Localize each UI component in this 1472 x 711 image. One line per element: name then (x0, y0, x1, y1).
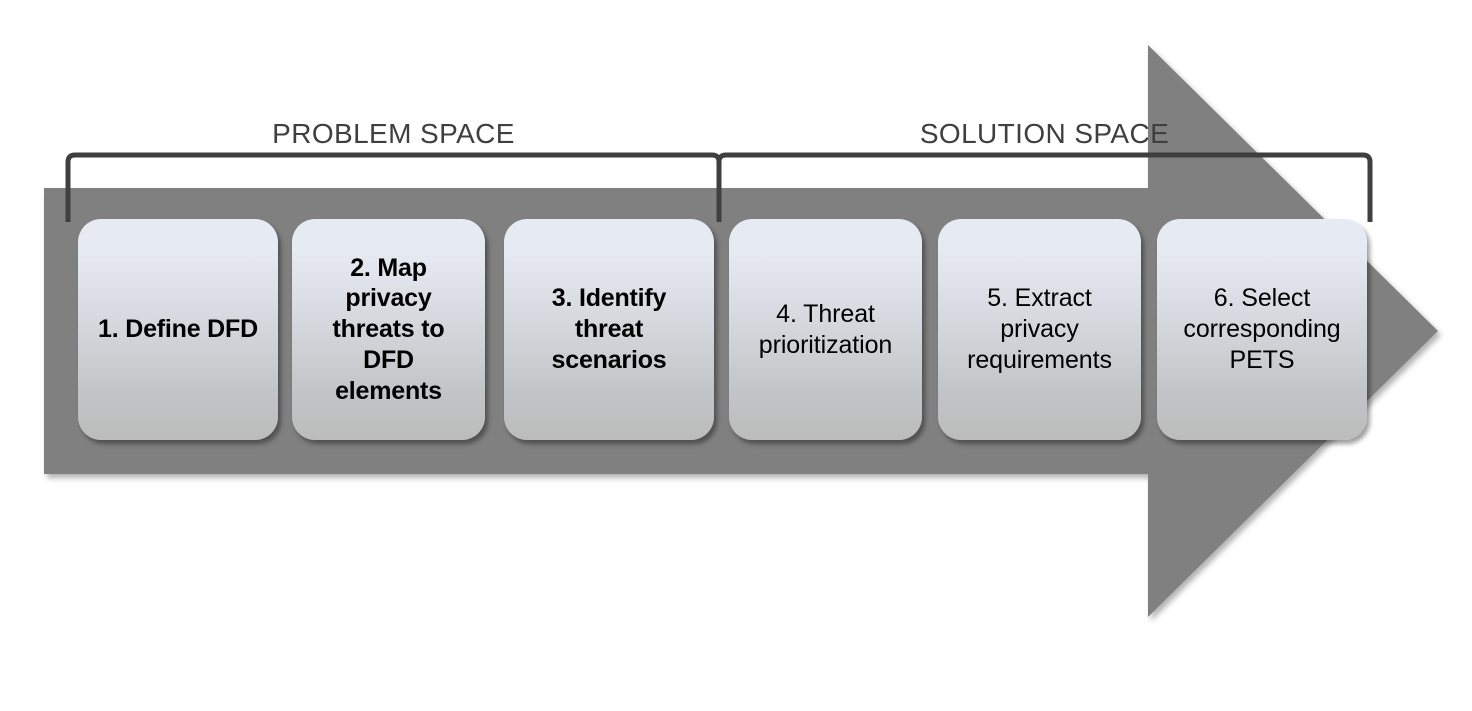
process-step-3-label: 3. Identify threat scenarios (551, 284, 667, 374)
process-step-4[interactable]: 4. Threat prioritization (729, 219, 922, 440)
process-step-3[interactable]: 3. Identify threat scenarios (504, 219, 714, 440)
process-step-1[interactable]: 1. Define DFD (78, 219, 278, 440)
process-step-2[interactable]: 2. Map privacy threats to DFD elements (292, 219, 485, 440)
process-step-6[interactable]: 6. Select corresponding PETS (1157, 219, 1367, 440)
process-step-6-label: 6. Select corresponding PETS (1183, 284, 1341, 374)
span-label-solution-space: SOLUTION SPACE (919, 118, 1170, 149)
process-step-5[interactable]: 5. Extract privacy requirements (938, 219, 1141, 440)
process-step-4-label: 4. Threat prioritization (758, 299, 893, 359)
span-label-problem-space: PROBLEM SPACE (272, 118, 515, 149)
process-step-5-label: 5. Extract privacy requirements (967, 284, 1112, 374)
process-step-2-label: 2. Map privacy threats to DFD elements (332, 253, 445, 405)
process-step-1-label: 1. Define DFD (98, 315, 258, 344)
